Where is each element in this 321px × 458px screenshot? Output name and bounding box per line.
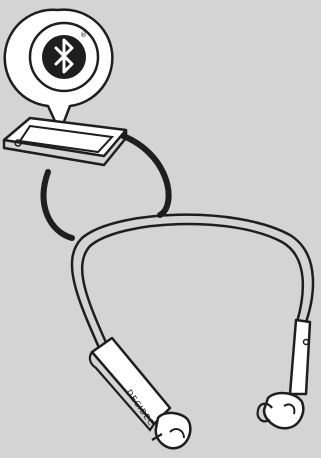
bluetooth-pin: ® <box>5 10 113 132</box>
neckband-headphones-icon: DECIBEC <box>72 215 313 449</box>
smartphone-icon <box>4 118 126 165</box>
registered-mark-icon: ® <box>80 31 87 39</box>
